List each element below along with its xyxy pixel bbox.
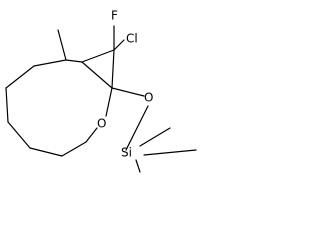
bond-c6-c5 — [5, 87, 9, 123]
ether-oxygen-label: O — [144, 91, 153, 105]
bond-c8-methyl — [57, 29, 67, 61]
bond-c9-c10 — [81, 49, 115, 63]
silicon-label: Si — [121, 146, 132, 160]
bond-c2-o — [85, 127, 98, 143]
ring-oxygen-label: O — [97, 117, 106, 131]
bond-o-si — [125, 105, 149, 151]
bond-si-methyl-top — [139, 127, 171, 147]
bond-c10-cl — [113, 39, 125, 51]
fluorine-label: F — [111, 9, 118, 23]
bond-c3-c2 — [61, 141, 87, 157]
chemical-structure: F Cl O O Si — [5, 9, 197, 173]
bond-c8-c7 — [33, 59, 67, 67]
bond-c1-o — [111, 87, 145, 97]
bond-c5-c4 — [7, 121, 31, 149]
bond-c4-c3 — [29, 147, 63, 157]
bond-si-methyl-right — [143, 149, 197, 156]
bond-c1-c9 — [81, 61, 113, 89]
bond-c7-c6 — [5, 65, 35, 89]
chlorine-label: Cl — [126, 32, 138, 46]
bond-c8-c9 — [65, 59, 83, 63]
bond-o-c1 — [105, 87, 113, 117]
bond-c10-c1 — [111, 49, 115, 89]
bond-si-methyl-bottom — [135, 159, 141, 173]
